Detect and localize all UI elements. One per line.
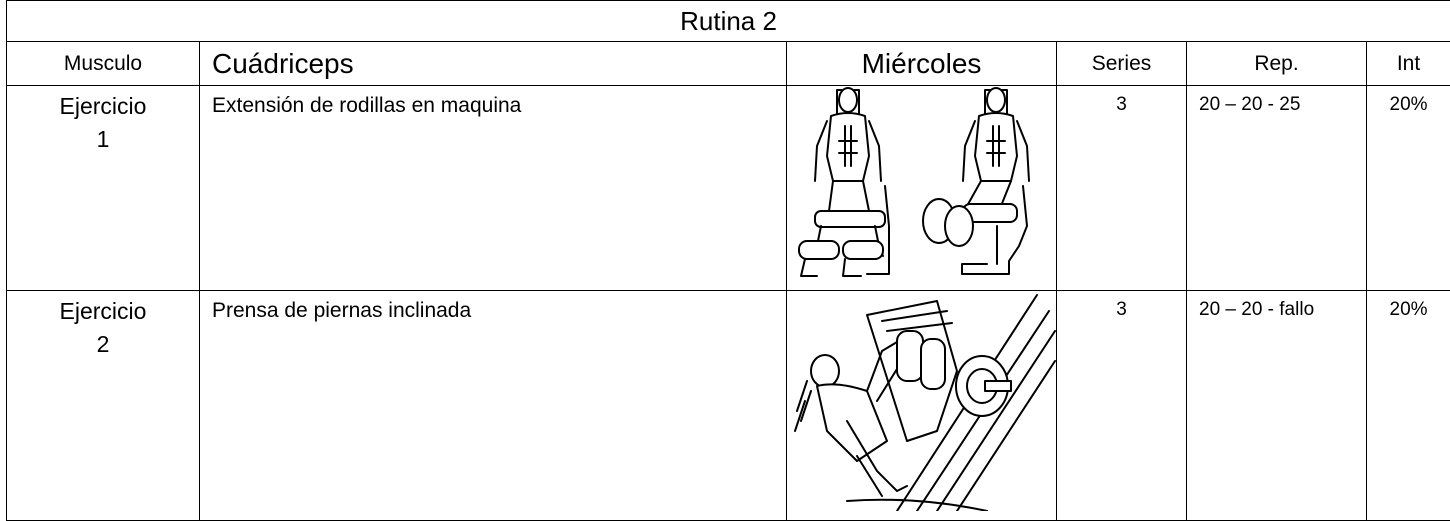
leg-extension-illustration-icon <box>798 87 1030 278</box>
exercise-series: 3 <box>1056 85 1187 292</box>
exercise-label-line1: Ejercicio <box>59 93 147 120</box>
exercise-label-line2: 1 <box>96 126 110 153</box>
exercise-name: Prensa de piernas inclinada <box>199 290 787 521</box>
routine-table: Rutina 2 Musculo Cuádriceps Miércoles Se… <box>5 0 1450 521</box>
exercise-intensity: 20% <box>1365 290 1450 521</box>
series-header: Series <box>1056 41 1187 87</box>
exercise-intensity: 20% <box>1365 85 1450 292</box>
exercise-label: Ejercicio 1 <box>6 85 200 292</box>
leg-press-illustration-icon <box>794 294 1056 512</box>
table-row: Ejercicio 1 Extensión de rodillas en maq… <box>6 85 1450 292</box>
exercise-series: 3 <box>1056 290 1187 521</box>
exercise-image <box>786 290 1057 521</box>
exercise-label-line2: 2 <box>96 331 110 358</box>
exercise-name: Extensión de rodillas en maquina <box>199 85 787 292</box>
exercise-label: Ejercicio 2 <box>6 290 200 521</box>
muscle-header-label: Musculo <box>6 41 200 87</box>
exercise-image <box>786 85 1057 292</box>
routine-title: Rutina 2 <box>5 0 1450 43</box>
exercise-reps: 20 – 20 - 25 <box>1186 85 1367 292</box>
rep-header: Rep. <box>1186 41 1367 87</box>
int-header: Int <box>1365 41 1450 87</box>
table-row: Ejercicio 2 Prensa de piernas inclinada <box>6 290 1450 521</box>
exercise-reps: 20 – 20 - fallo <box>1186 290 1367 521</box>
day-header: Miércoles <box>786 41 1057 87</box>
muscle-header-value: Cuádriceps <box>199 41 787 87</box>
header-row: Musculo Cuádriceps Miércoles Series Rep.… <box>6 41 1450 87</box>
exercise-label-line1: Ejercicio <box>59 298 147 325</box>
